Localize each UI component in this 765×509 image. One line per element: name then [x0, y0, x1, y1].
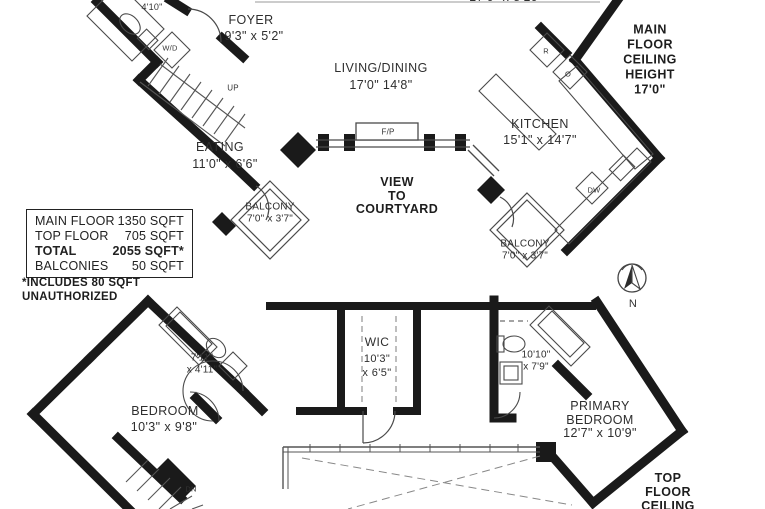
dishwasher-label: DW: [587, 185, 601, 195]
kitchen-counters: [478, 32, 654, 245]
stairs-up: [139, 57, 246, 147]
bathroom-right-dimension: 10'10" x 7'9": [521, 349, 551, 373]
powder-room: [86, 0, 165, 62]
balcony-left-label: BALCONY 7'0" x 3'7": [245, 201, 295, 225]
table-row: TOP FLOOR 705 SQFT: [35, 228, 184, 243]
foyer-label: FOYER: [228, 13, 274, 27]
fireplace-box: [355, 122, 419, 141]
foyer-dimension: 9'3" x 5'2": [224, 29, 284, 43]
balcony-left-outline: [230, 180, 310, 260]
table-row-total: TOTAL 2055 SQFT*: [35, 244, 184, 259]
top-floor-ceiling-note: TOP FLOOR CEILING: [641, 471, 695, 509]
area-summary-table: MAIN FLOOR 1350 SQFT TOP FLOOR 705 SQFT …: [26, 209, 193, 278]
railing: [282, 444, 573, 509]
wic-label: WIC: [364, 335, 390, 349]
table-row: BALCONIES 50 SQFT: [35, 259, 184, 274]
top-floor-wall-chunks: [152, 442, 556, 502]
washer-dryer-closet: [153, 31, 191, 69]
wic-interior: [361, 316, 397, 444]
washer-dryer-label: W/D: [162, 43, 178, 53]
wic-dimension: 10'3" x 6'5": [362, 353, 392, 379]
range-label: R: [543, 46, 549, 56]
bathroom-right-fixtures: [493, 305, 591, 419]
compass-north-label: N: [628, 298, 638, 310]
stairs-down-label: DN: [185, 484, 197, 494]
table-row: MAIN FLOOR 1350 SQFT: [35, 213, 184, 228]
courtyard-window-wall: [316, 139, 500, 177]
balcony-right-outline: [489, 192, 565, 268]
kitchen-dimension: 15'1" x 14'7": [503, 133, 577, 147]
bedroom-label: BEDROOM: [131, 404, 199, 418]
primary-bedroom-label: PRIMARY BEDROOM 12'7" x 10'9": [563, 398, 637, 440]
bedroom-dimension: 10'3" x 9'8": [130, 420, 198, 434]
living-dining-dimension: 17'0" 14'8": [349, 78, 413, 92]
bathroom-left-dimension: 7'11" x 4'11": [186, 352, 218, 376]
main-floor-ceiling-note: MAIN FLOOR CEILING HEIGHT 17'0": [623, 22, 677, 97]
eating-dimension: 11'0" x 6'6": [192, 157, 258, 171]
table-footnote: *INCLUDES 80 SQFT UNAUTHORIZED: [22, 277, 141, 303]
stairs-up-label: UP: [227, 83, 239, 93]
living-dining-label: LIVING/DINING: [334, 61, 428, 75]
powder-room-dimension: 4'10": [141, 2, 163, 12]
view-to-courtyard-note: VIEW TO COURTYARD: [355, 174, 439, 216]
main-floor-wall-chunks: [212, 132, 505, 236]
balcony-right-label: BALCONY 7'0" x 3'7": [500, 238, 550, 262]
cut-off-dimension-top: 17'0" x 8'10": [469, 0, 543, 4]
fireplace-label: F/P: [381, 127, 395, 137]
compass-icon: [617, 263, 647, 293]
eating-label: EATING: [195, 140, 245, 154]
kitchen-label: KITCHEN: [511, 117, 569, 131]
entry-door-arc: [187, 8, 222, 43]
main-floor-walls: [90, 0, 666, 257]
stairs-down: [125, 459, 204, 509]
wic-hall-walls: [266, 302, 596, 415]
bathroom-left-fixtures: [158, 306, 248, 422]
oven-label: O: [564, 69, 572, 79]
